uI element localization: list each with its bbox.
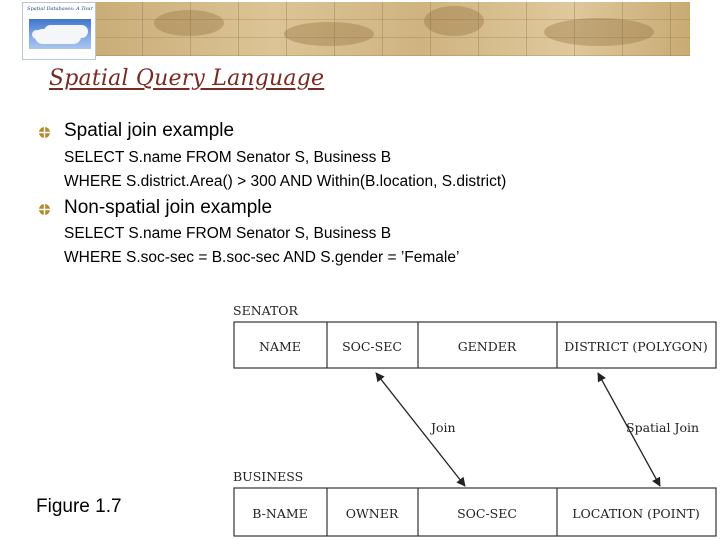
sql-line: WHERE S.soc-sec = B.soc-sec AND S.gender…	[64, 249, 460, 266]
sql-line: SELECT S.name FROM Senator S, Business B	[64, 149, 392, 166]
business-column: OWNER	[346, 506, 399, 521]
business-column: SOC-SEC	[457, 506, 517, 521]
figure-caption: Figure 1.7	[36, 496, 122, 517]
schema-join-diagram: SENATOR NAME SOC-SEC GENDER DISTRICT (PO…	[233, 303, 717, 537]
senator-table-label: SENATOR	[233, 303, 299, 318]
logo: Spatial Databases: A Tour	[22, 2, 96, 60]
bullet-heading-non-spatial: Non-spatial join example	[64, 197, 273, 218]
bullet-heading-spatial: Spatial join example	[64, 120, 235, 141]
diamond-bullet-icon	[39, 127, 50, 138]
join-arrow	[375, 372, 466, 487]
business-table: B-NAME OWNER SOC-SEC LOCATION (POINT)	[233, 487, 717, 537]
senator-column: DISTRICT (POLYGON)	[564, 339, 707, 354]
sql-line: SELECT S.name FROM Senator S, Business B	[64, 225, 392, 242]
senator-column: GENDER	[458, 339, 517, 354]
business-column: B-NAME	[252, 506, 308, 521]
cloud-sky-logo-icon	[35, 29, 81, 44]
senator-table: NAME SOC-SEC GENDER DISTRICT (POLYGON)	[233, 321, 717, 369]
spatial-join-label: Spatial Join	[626, 420, 699, 435]
senator-column: SOC-SEC	[342, 339, 402, 354]
business-column: LOCATION (POINT)	[572, 506, 700, 521]
join-label: Join	[429, 420, 456, 435]
header-map-banner	[94, 2, 690, 56]
page-title: Spatial Query Language	[49, 66, 325, 91]
spatial-join-arrow	[597, 372, 661, 487]
senator-column: NAME	[259, 339, 301, 354]
diamond-bullet-icon	[39, 204, 50, 215]
sql-line: WHERE S.district.Area() > 300 AND Within…	[64, 173, 507, 190]
business-table-label: BUSINESS	[233, 469, 303, 484]
